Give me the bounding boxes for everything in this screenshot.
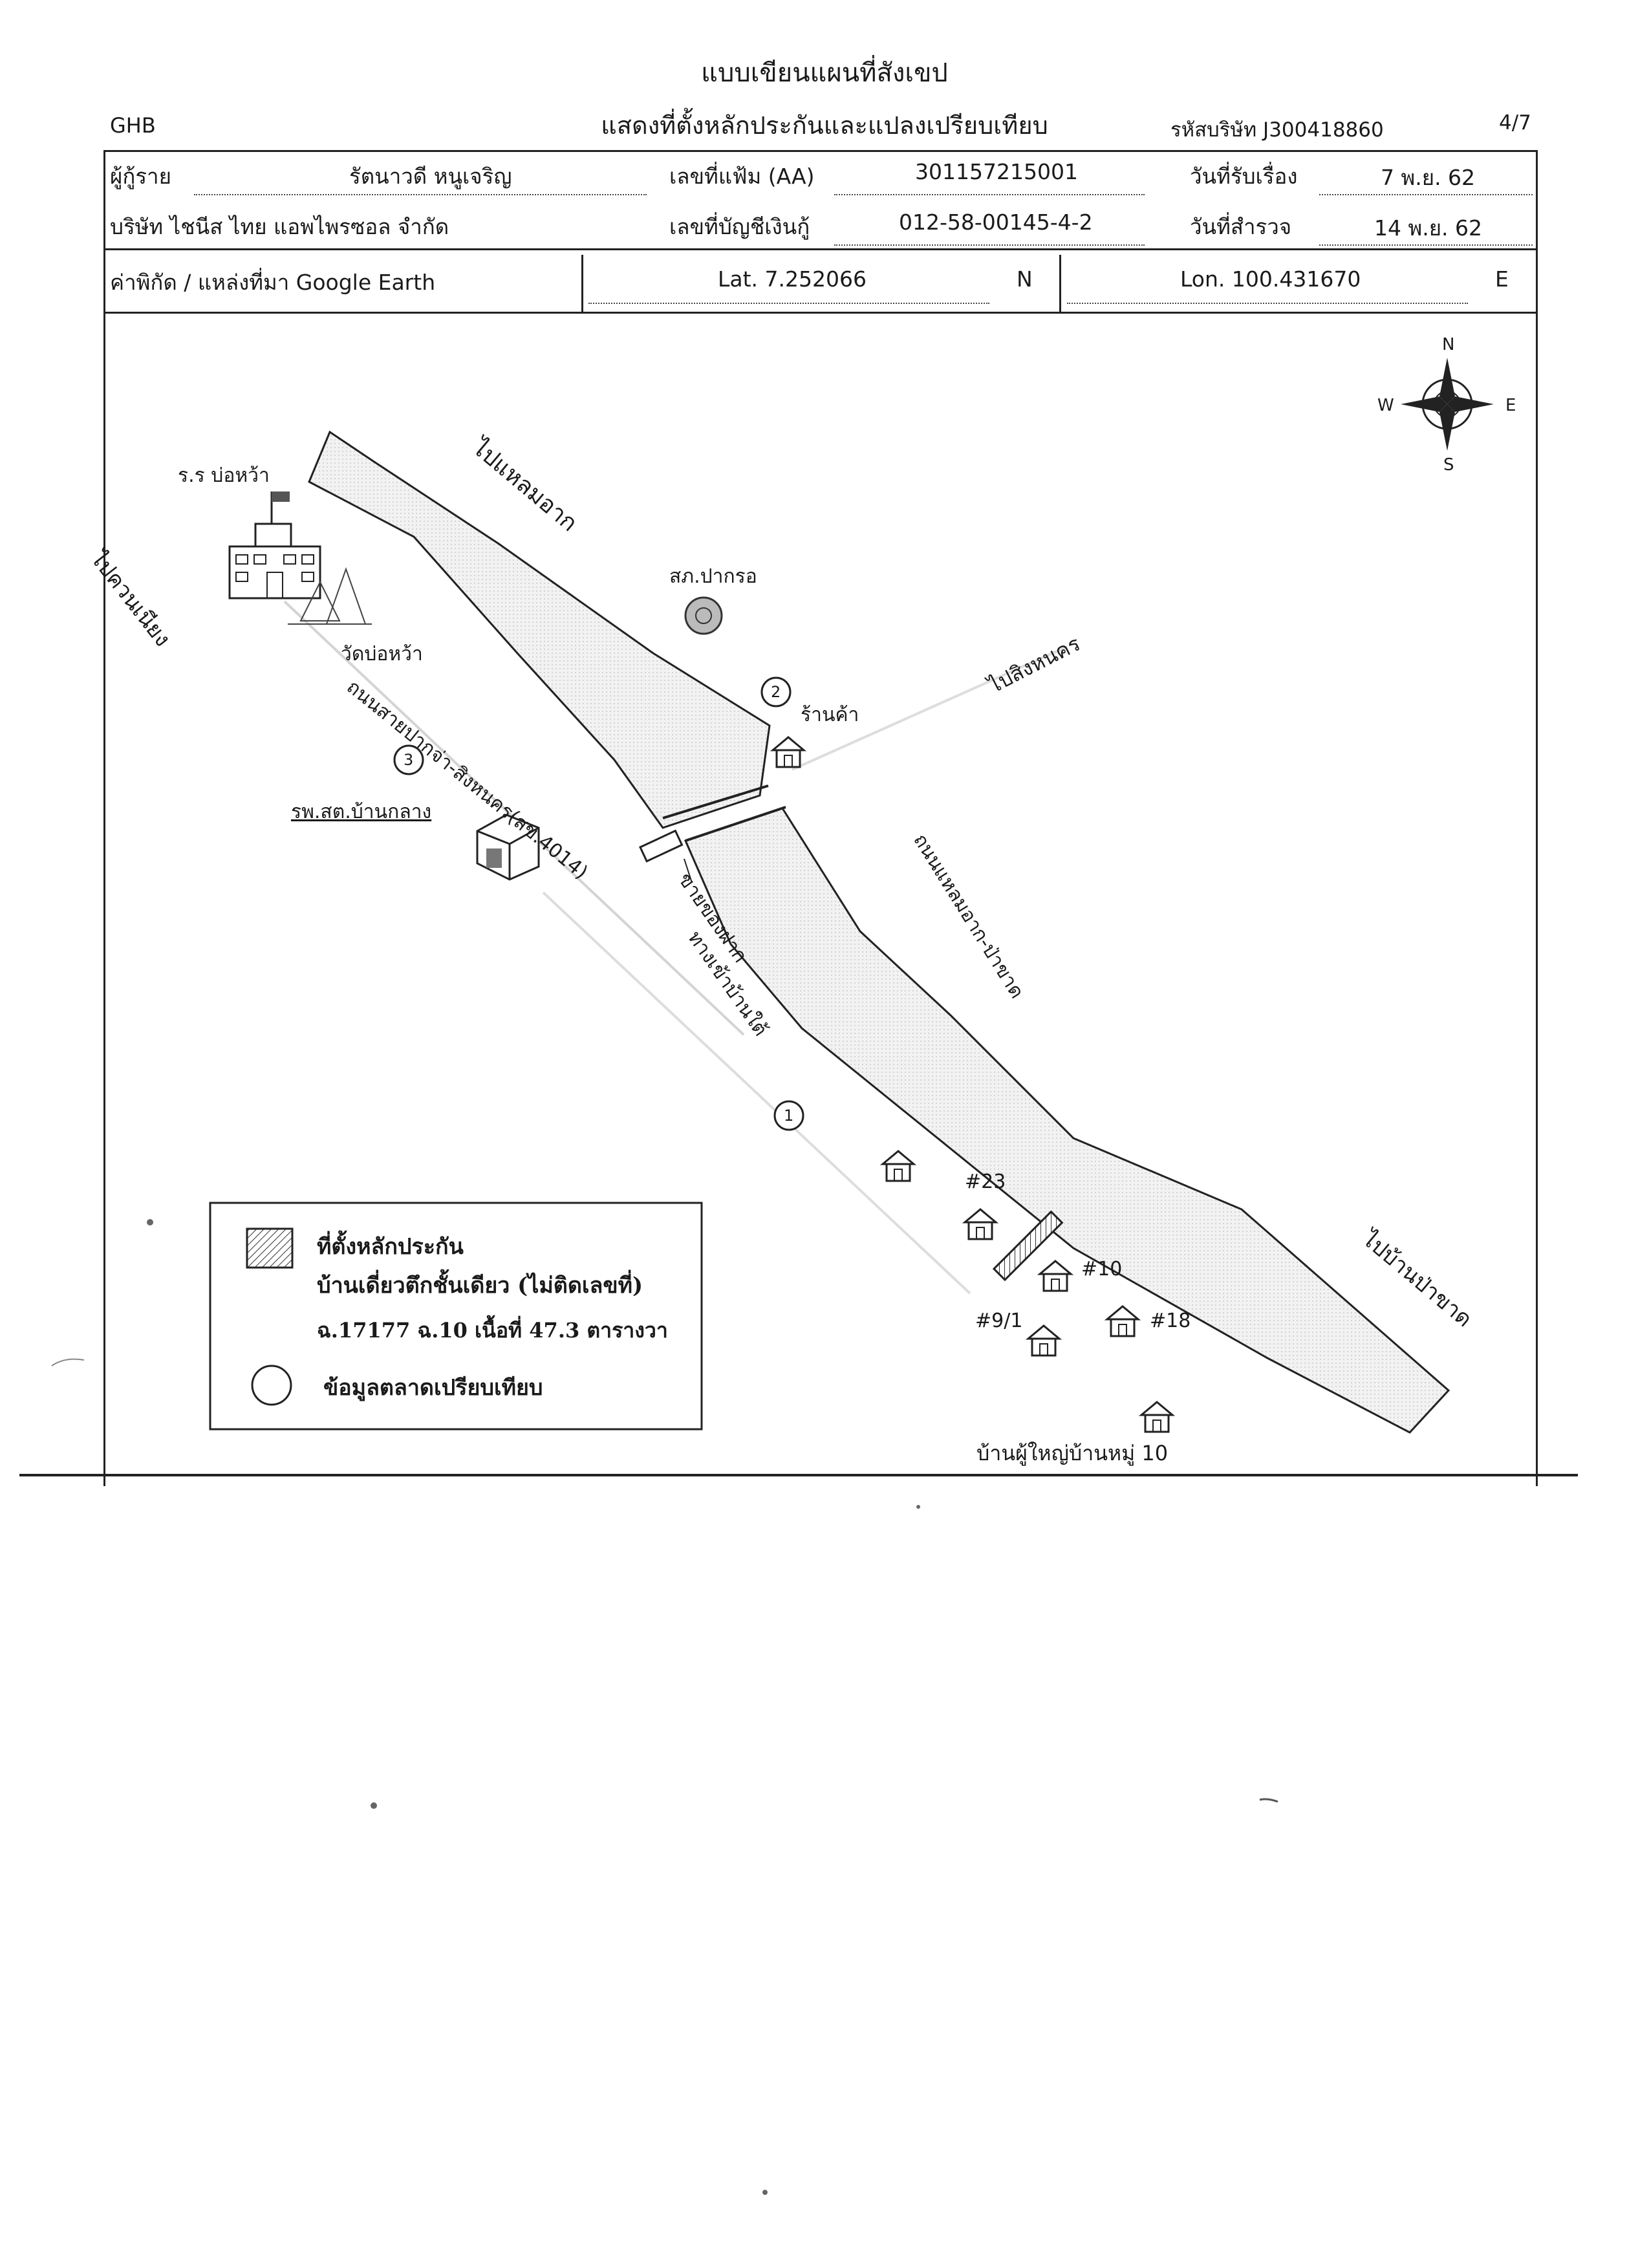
legend-circle-icon (251, 1365, 292, 1406)
headman-house-label: บ้านผู้ใหญ่บ้านหมู่ 10 (976, 1441, 1169, 1465)
house-icon (770, 736, 807, 768)
survey-date: 14 พ.ย. 62 (1374, 215, 1483, 241)
legend-hatch-swatch (246, 1227, 294, 1269)
survey-label: วันที่สำรวจ (1190, 214, 1292, 239)
divider (103, 248, 1536, 250)
longitude-dir: E (1495, 266, 1509, 292)
org-label: GHB (110, 113, 156, 138)
stall-icon (639, 829, 684, 863)
compass-n: N (1442, 335, 1455, 354)
form-title: แบบเขียนแผนที่สังเขป (701, 58, 948, 88)
company-name: บริษัท ไชนีส ไทย แอพไพรซอล จำกัด (110, 214, 449, 239)
legend-collateral-title: ที่ตั้งหลักประกัน (317, 1234, 464, 1260)
compass-icon (1401, 358, 1494, 451)
latitude: Lat. 7.252066 (718, 266, 867, 292)
borrower-name: รัตนาวดี หนูเจริญ (349, 164, 512, 189)
divider (581, 255, 583, 312)
longitude: Lon. 100.431670 (1180, 266, 1361, 292)
underline (1319, 194, 1533, 195)
underline (194, 194, 647, 195)
legend-collateral-deed: ฉ.17177 ฉ.10 เนื้อที่ 47.3 ตารางวา (317, 1318, 668, 1343)
account-label: เลขที่บัญชีเงินกู้ (669, 214, 810, 239)
temple-icon (288, 567, 372, 625)
borrower-label: ผู้กู้ราย (110, 164, 171, 189)
marker-3: 3 (404, 751, 414, 769)
company-code: รหัสบริษัท J300418860 (1170, 118, 1384, 142)
road-upper (308, 430, 771, 829)
received-date: 7 พ.ย. 62 (1381, 165, 1476, 190)
house-number-18: #18 (1150, 1310, 1191, 1332)
underline (1067, 303, 1468, 304)
house-icon (962, 1208, 999, 1240)
shop-label: ร้านค้า (801, 704, 859, 726)
compass-e: E (1505, 396, 1516, 415)
form-frame (103, 150, 1538, 1486)
police-label: สภ.ปากรอ (669, 565, 757, 588)
underline (834, 194, 1145, 195)
house-icon (1138, 1401, 1176, 1433)
legend-market-data: ข้อมูลตลาดเปรียบเทียบ (323, 1375, 543, 1401)
received-label: วันที่รับเรื่อง (1190, 164, 1298, 189)
compass-w: W (1377, 396, 1394, 415)
temple-label: วัดบ่อหว้า (341, 643, 423, 665)
house-number-23: #23 (965, 1171, 1006, 1193)
house-number-10: #10 (1081, 1258, 1123, 1280)
coordinate-label: ค่าพิกัด / แหล่งที่มา Google Earth (110, 270, 436, 295)
underline (588, 303, 989, 304)
form-subtitle: แสดงที่ตั้งหลักประกันและแปลงเปรียบเทียบ (601, 111, 1048, 140)
underline (1319, 244, 1533, 246)
house-number-9-1: #9/1 (975, 1310, 1023, 1332)
house-icon (1025, 1324, 1062, 1357)
frame-bottom-line (19, 1474, 1578, 1476)
marker-1: 1 (784, 1107, 794, 1125)
hospital-label: รพ.สต.บ้านกลาง (291, 801, 432, 823)
police-station-icon (684, 596, 723, 635)
house-icon (1037, 1260, 1074, 1292)
legend-collateral-desc: บ้านเดี่ยวตึกชั้นเดียว (ไม่ติดเลขที่) (317, 1273, 643, 1299)
divider (103, 312, 1536, 314)
marker-circle (760, 676, 792, 707)
marker-2: 2 (771, 683, 781, 701)
school-icon (228, 491, 321, 599)
underline (834, 244, 1145, 246)
house-icon (879, 1150, 917, 1182)
file-no-value: 301157215001 (915, 159, 1078, 184)
divider (1059, 255, 1061, 312)
marker-circle (773, 1100, 804, 1131)
page-number: 4/7 (1499, 111, 1531, 135)
file-no-label: เลขที่แฟ้ม (AA) (669, 164, 815, 189)
school-label: ร.ร บ่อหว้า (178, 464, 270, 487)
hospital-icon (476, 814, 540, 881)
road-lower (684, 807, 1450, 1434)
collateral-parcel (992, 1210, 1064, 1282)
house-icon (1104, 1305, 1141, 1337)
marker-circle (393, 744, 424, 775)
latitude-dir: N (1017, 266, 1033, 292)
compass-s: S (1443, 455, 1454, 475)
account-value: 012-58-00145-4-2 (899, 210, 1093, 235)
